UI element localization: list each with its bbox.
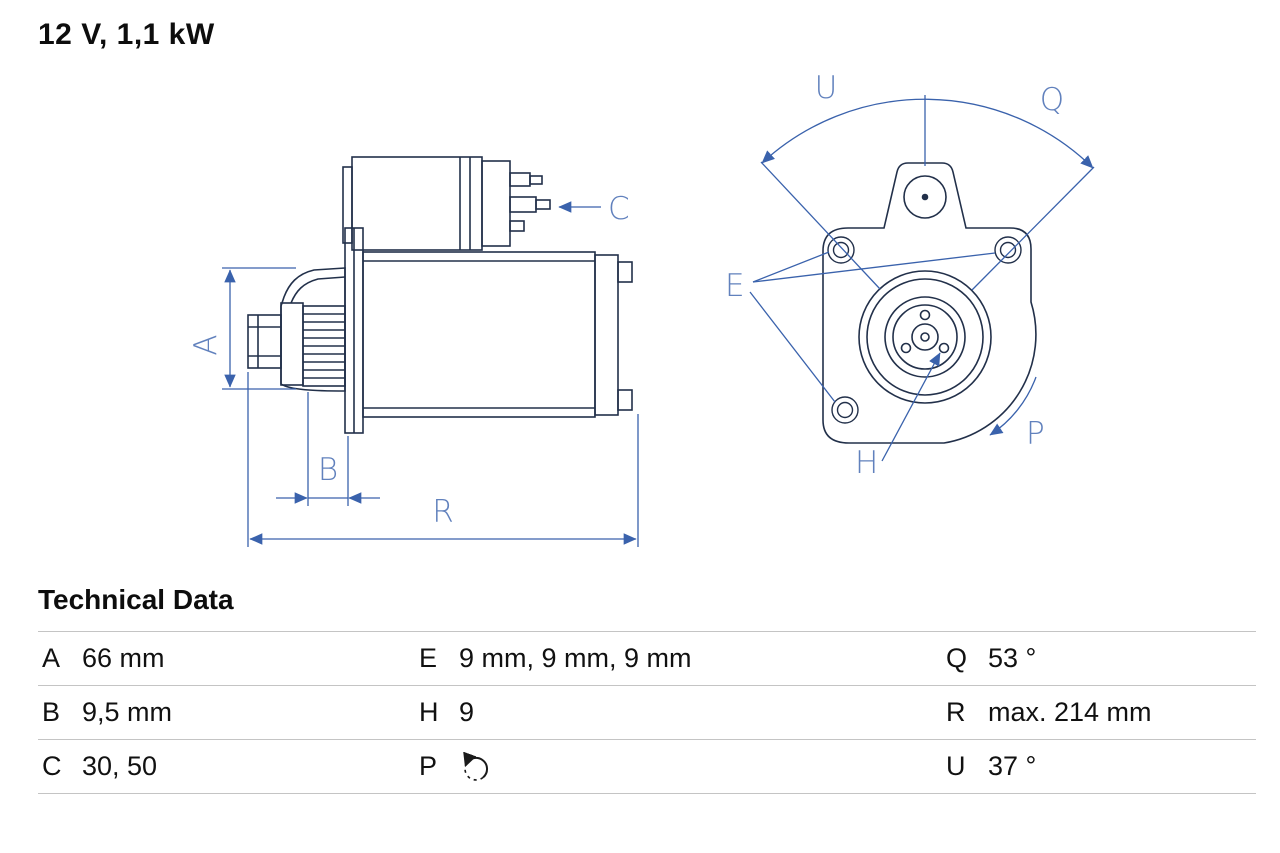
side-view [247, 156, 633, 434]
dim-label-H: H [855, 445, 878, 481]
dim-label-A: A [188, 334, 224, 355]
dim-label-C: C [608, 191, 630, 227]
spec-Q-value: 53 ° [988, 643, 1037, 673]
terminal-stud-1 [509, 172, 531, 187]
spec-P-value [459, 750, 942, 784]
dim-A [222, 267, 296, 390]
dim-label-R: R [432, 494, 454, 530]
technical-data-heading: Technical Data [38, 584, 234, 615]
page-title: 12 V, 1,1 kW [38, 18, 215, 51]
solenoid-body [351, 156, 483, 251]
bearing-bore [858, 270, 992, 404]
technical-data-table: A 66 mm E 9 mm, 9 mm, 9 mm Q 53 ° B 9,5 … [38, 631, 1256, 794]
front-view [822, 162, 1037, 444]
spec-C-value: 30, 50 [82, 751, 158, 781]
spec-H-key: H [419, 697, 439, 727]
motor-housing [362, 251, 596, 418]
spec-P-key: P [419, 751, 438, 781]
spec-U-value: 37 ° [988, 751, 1037, 781]
spec-R-key: R [946, 697, 966, 727]
dim-H-leader [881, 352, 941, 462]
spec-Q-key: Q [946, 643, 968, 673]
dim-P-arrow [989, 376, 1037, 436]
shaft-end [247, 314, 282, 369]
spec-E-value: 9 mm, 9 mm, 9 mm [459, 643, 692, 673]
hub-hole-1 [938, 342, 950, 354]
spec-B-value: 9,5 mm [82, 697, 173, 727]
hub-hole-2 [900, 342, 912, 354]
table-row: C 30, 50 P U 37 ° [38, 740, 1256, 794]
terminal-stud-2 [509, 196, 537, 213]
spec-E-key: E [419, 643, 438, 673]
technical-drawing: A B R C [188, 70, 1095, 547]
commutator-end-cap [594, 254, 619, 416]
spec-C-key: C [42, 751, 62, 781]
spec-A-key: A [42, 643, 61, 673]
solenoid-end-cap [481, 160, 511, 247]
table-row: B 9,5 mm H 9 R max. 214 mm [38, 686, 1256, 740]
dim-label-U: U [815, 70, 838, 106]
spec-U-key: U [946, 751, 966, 781]
dim-B [276, 392, 380, 506]
spec-B-key: B [42, 697, 61, 727]
dim-label-Q: Q [1040, 82, 1064, 118]
side-view-dimensions [222, 201, 639, 547]
front-view-dimensions [749, 95, 1095, 462]
pinion-gear [302, 305, 346, 387]
spec-R-value: max. 214 mm [988, 697, 1152, 727]
tab-hole [903, 175, 947, 219]
spec-H-value: 9 [459, 697, 475, 727]
terminal-stud-3 [509, 220, 525, 232]
dim-label-P: P [1026, 416, 1045, 452]
dim-UQ-arc [760, 95, 1095, 291]
hub-hole-3 [919, 309, 931, 321]
dim-R [247, 372, 639, 547]
dim-label-B: B [318, 452, 338, 488]
table-row: A 66 mm E 9 mm, 9 mm, 9 mm Q 53 ° [38, 632, 1256, 686]
bolt-holes [827, 236, 1022, 424]
technical-data-section: Technical Data A 66 mm E 9 mm, 9 mm, 9 m… [38, 584, 1256, 794]
starter-motor-diagram: A B R C [188, 70, 1095, 547]
dim-label-E: E [725, 268, 745, 304]
rotation-direction-icon [463, 751, 488, 781]
dim-E-leaders [749, 251, 996, 403]
spec-A-value: 66 mm [82, 643, 165, 673]
solenoid-left-bracket [342, 166, 353, 244]
